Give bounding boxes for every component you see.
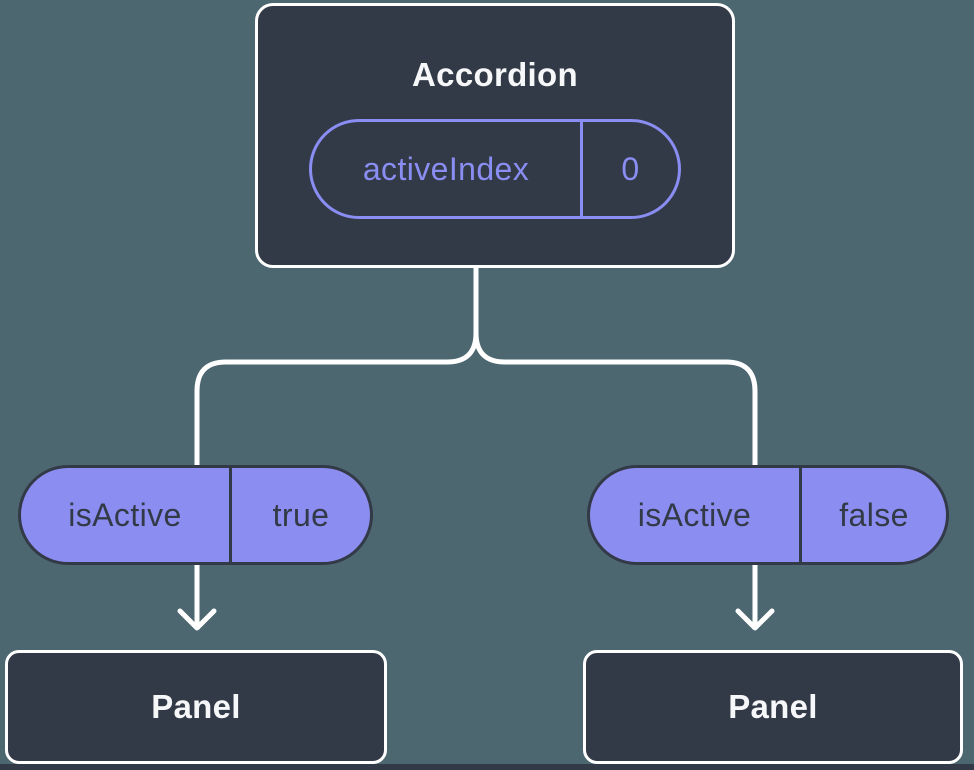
arrowhead-right-icon (735, 608, 775, 631)
panel-node-left-title: Panel (151, 688, 241, 725)
bottom-edge-strip (0, 764, 974, 770)
panel-node-right: Panel (583, 650, 963, 764)
panel-node-left: Panel (5, 650, 387, 764)
prop-name-left: isActive (68, 496, 182, 533)
branch-line-right (473, 265, 758, 629)
state-name: activeIndex (362, 150, 530, 187)
prop-value-right: false (799, 468, 946, 562)
arrowhead-left-icon (177, 608, 217, 631)
accordion-node-title: Accordion (412, 56, 578, 93)
panel-node-right-title: Panel (728, 688, 818, 725)
prop-name-right: isActive (637, 496, 752, 533)
state-pill: activeIndex 0 (309, 119, 681, 219)
prop-value-left: true (229, 468, 370, 562)
prop-pill-right: isActive false (587, 465, 949, 565)
accordion-node: Accordion activeIndex 0 (255, 3, 735, 268)
state-value: 0 (580, 122, 678, 216)
branch-line-left (194, 265, 479, 629)
prop-pill-left: isActive true (18, 465, 373, 565)
